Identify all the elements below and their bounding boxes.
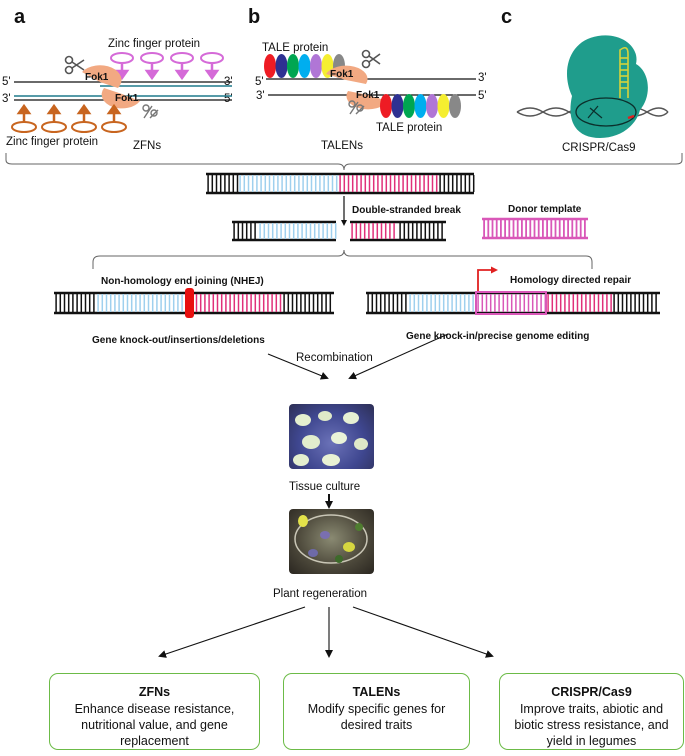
tale-repeat xyxy=(298,54,311,78)
outcome-text-line: biotic stress resistance, and xyxy=(514,718,669,732)
recombination-label: Recombination xyxy=(296,352,373,364)
outcome-text-line: Improve traits, abiotic and xyxy=(519,702,664,716)
zinc-finger-top-arrows xyxy=(114,64,220,81)
nhej-repaired-dna xyxy=(54,291,334,315)
outcome-text-line: Modify specific genes for xyxy=(307,702,446,716)
talen-top-3-end: 3' xyxy=(478,72,487,84)
outcome-text-line: nutritional value, and gene xyxy=(81,718,228,732)
plant-regeneration-photo xyxy=(289,509,374,574)
talen-bottom-5-end: 5' xyxy=(478,90,487,102)
tale-repeat xyxy=(264,54,276,78)
outcome-text-line: yield in legumes xyxy=(546,734,637,748)
scissors-icon xyxy=(142,104,159,119)
double-stranded-break-label: Double-stranded break xyxy=(352,205,461,216)
panel-letter-c: c xyxy=(501,6,512,28)
fok1-label-bottom: Fok1 xyxy=(356,90,380,101)
bracket xyxy=(92,249,593,269)
outcome-title: TALENs xyxy=(352,685,401,699)
cas9-protein-icon xyxy=(567,35,648,139)
guide-rna-icon xyxy=(619,46,629,98)
dna-fragment-left xyxy=(232,220,337,242)
hdr-label: Homology directed repair xyxy=(510,275,631,286)
zfns-title: ZFNs xyxy=(133,140,161,152)
tissue-culture-photo xyxy=(289,404,374,469)
tale-repeat xyxy=(449,94,461,118)
crispr-title: CRISPR/Cas9 xyxy=(562,142,636,154)
panel-letter-b: b xyxy=(248,6,260,28)
outcome-title: ZFNs xyxy=(138,685,171,699)
tale-repeat xyxy=(414,94,427,118)
outcome-box-zfns: ZFNs Enhance disease resistance, nutriti… xyxy=(49,673,260,750)
scissors-icon xyxy=(64,55,85,75)
promoter-arrow-icon xyxy=(477,266,498,292)
zinc-finger-top-group xyxy=(110,52,224,64)
panel-c-crispr: c CRISPR/Cas9 xyxy=(501,6,669,154)
hdr-repaired-dna xyxy=(366,291,660,315)
outcome-text-line: Enhance disease resistance, xyxy=(74,702,235,716)
scissors-icon xyxy=(348,100,365,115)
outcome-text-line: desired traits xyxy=(340,718,413,732)
tale-repeat xyxy=(426,94,438,118)
nhej-label: Non-homology end joining (NHEJ) xyxy=(101,276,264,287)
zinc-finger-top-label: Zinc finger protein xyxy=(108,38,200,50)
fok1-label-bottom: Fok1 xyxy=(115,93,139,104)
fok1-label-top: Fok1 xyxy=(330,69,354,80)
tale-repeat xyxy=(380,94,392,118)
tale-top-label: TALE protein xyxy=(262,42,328,54)
tale-repeat xyxy=(437,94,450,118)
tale-repeat xyxy=(287,54,299,78)
donor-template-dna xyxy=(482,217,588,240)
zinc-finger-bottom-group xyxy=(11,121,127,133)
scissors-icon xyxy=(361,49,381,69)
tale-repeat xyxy=(391,94,404,118)
zfn-bottom-3-end: 3' xyxy=(2,93,11,105)
outcome-box-talens: TALENs Modify specific genes for desired… xyxy=(283,673,470,750)
talen-bottom-3-end: 3' xyxy=(256,90,265,102)
nhej-junction-mark xyxy=(185,288,194,318)
target-dna xyxy=(206,172,475,195)
dna-fragment-right xyxy=(350,220,446,242)
tale-repeat xyxy=(403,94,415,118)
panel-letter-a: a xyxy=(14,6,26,28)
zinc-finger-bottom-label: Zinc finger protein xyxy=(6,136,98,148)
tale-repeats-bottom xyxy=(380,94,461,118)
donor-template-label: Donor template xyxy=(508,204,582,215)
talens-title: TALENs xyxy=(321,140,363,152)
zinc-finger-bottom-arrows xyxy=(16,103,122,122)
fok1-domain-top xyxy=(326,65,368,84)
knockin-label: Gene knock-in/precise genome editing xyxy=(406,331,589,342)
fok1-label-top: Fok1 xyxy=(85,72,109,83)
panel-b-talens: b TALE protein 5' 3' 3' 5' Fok1 Fok1 TAL… xyxy=(248,6,487,152)
plant-regeneration-label: Plant regeneration xyxy=(273,588,367,600)
fok1-domain-bottom xyxy=(101,88,140,109)
outcome-text-line: replacement xyxy=(120,734,189,748)
outcome-title: CRISPR/Cas9 xyxy=(551,685,632,699)
bracket xyxy=(5,153,683,171)
tale-bottom-label: TALE protein xyxy=(376,122,442,134)
tale-repeat xyxy=(275,54,288,78)
talen-top-5-end: 5' xyxy=(255,76,264,88)
zfn-bottom-5-end: 5' xyxy=(224,93,233,105)
zfn-top-5-end: 5' xyxy=(2,76,11,88)
tale-repeat xyxy=(310,54,322,78)
panel-a-zfns: a Zinc finger protein 5' 3' 3' 5' Fok1 F… xyxy=(2,6,233,152)
outcome-box-crispr: CRISPR/Cas9 Improve traits, abiotic and … xyxy=(499,673,684,750)
fok1-domain-top xyxy=(82,65,122,88)
knockout-label: Gene knock-out/insertions/deletions xyxy=(92,335,265,346)
tissue-culture-label: Tissue culture xyxy=(289,481,360,493)
